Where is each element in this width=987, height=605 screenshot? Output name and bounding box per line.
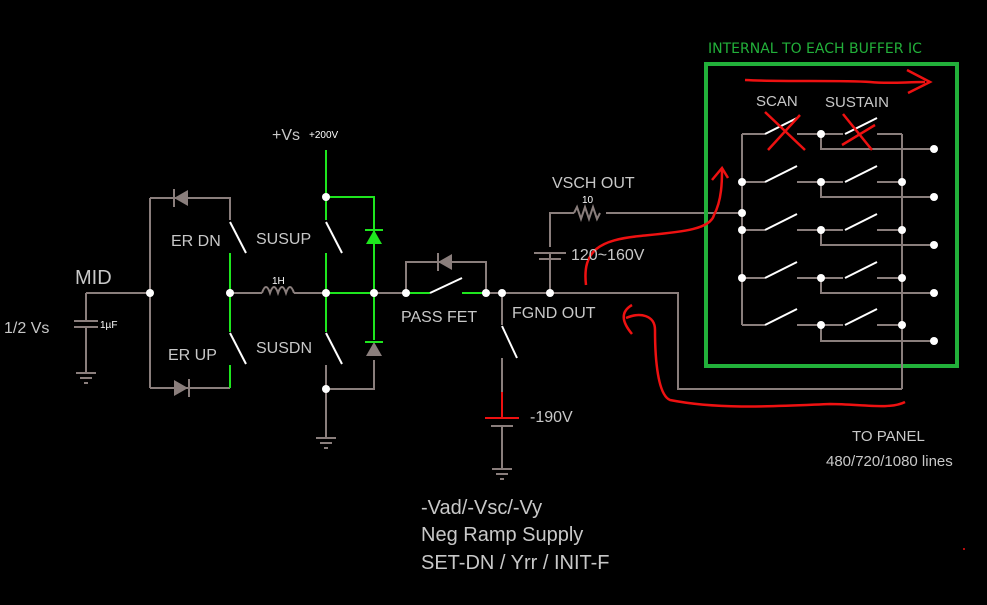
cap-value-label: 1µF — [100, 320, 117, 331]
ground-icon — [76, 372, 96, 384]
resistor-icon — [573, 203, 601, 223]
pass-fet-label: PASS FET — [401, 309, 477, 326]
annotation-arrowhead-top — [906, 68, 933, 95]
mid-capacitor — [74, 292, 150, 372]
vsch-out-label: VSCH OUT — [552, 175, 635, 192]
inductor-value-label: 1H — [272, 276, 285, 287]
to-panel-label: TO PANEL — [852, 428, 925, 445]
neg-battery-minus — [491, 425, 513, 468]
diode-down-icon — [365, 341, 383, 356]
pass-fet-body-wire — [405, 261, 487, 293]
diode-up-icon — [365, 229, 383, 244]
scan-label: SCAN — [756, 93, 798, 110]
vsch-wire — [549, 212, 574, 247]
annotation-x-scan — [764, 111, 806, 151]
diode-er-top-icon — [173, 189, 188, 207]
mid-label: MID — [75, 267, 112, 289]
neg-supply-line-2: Neg Ramp Supply — [421, 524, 583, 546]
neg-supply-line-3: SET-DN / Yrr / INIT-F — [421, 552, 610, 574]
annotation-x-sustain — [841, 113, 876, 151]
fgnd-out-wire — [486, 292, 902, 390]
inductor-icon — [261, 286, 295, 297]
er-dn-label: ER DN — [171, 233, 221, 250]
panel-lines-label: 480/720/1080 lines — [826, 453, 953, 470]
annotation-arrow-fgnd — [622, 303, 906, 408]
er-up-label: ER UP — [168, 347, 217, 364]
diode-er-bottom-icon — [174, 379, 190, 397]
half-vs-label: 1/2 Vs — [4, 320, 49, 337]
sustain-label: SUSTAIN — [825, 94, 889, 111]
annotation-arrowhead-vsch — [711, 165, 730, 181]
fgnd-out-label: FGND OUT — [512, 305, 596, 322]
er-dn-switch — [229, 221, 247, 254]
vsch-battery-icon — [534, 252, 566, 260]
buffer-ic-title: INTERNAL TO EACH BUFFER IC — [708, 41, 922, 57]
vs-label: +Vs — [272, 127, 300, 144]
er-top-wire — [150, 197, 231, 220]
buffer-ic-box — [704, 62, 959, 368]
clamp-wire-bottom — [326, 360, 375, 390]
annotation-arrow-vsch — [584, 169, 724, 286]
neg-supply-value-label: -190V — [530, 409, 573, 426]
susup-switch — [325, 221, 343, 254]
susdn-switch — [325, 332, 343, 365]
annotation-dot — [963, 548, 965, 550]
junction-dots — [146, 130, 938, 393]
buffer-switch-matrix — [741, 117, 934, 389]
resistor-value-label: 10 — [582, 195, 594, 206]
vsch-range-label: 120~160V — [571, 247, 645, 264]
pass-fet-switch — [429, 277, 463, 294]
er-up-switch — [229, 332, 247, 365]
annotation-arrow-top — [744, 78, 926, 85]
ground-icon — [316, 437, 336, 449]
diode-pass-fet-icon — [437, 253, 452, 271]
susup-label: SUSUP — [256, 231, 311, 248]
neg-ramp-switch — [501, 325, 518, 359]
neg-supply-line-1: -Vad/-Vsc/-Vy — [421, 497, 542, 519]
susdn-label: SUSDN — [256, 340, 312, 357]
clamp-wire-top — [326, 196, 375, 340]
neg-battery-plus — [485, 392, 519, 419]
vs-value-label: +200V — [309, 130, 339, 141]
ground-icon — [492, 468, 512, 480]
